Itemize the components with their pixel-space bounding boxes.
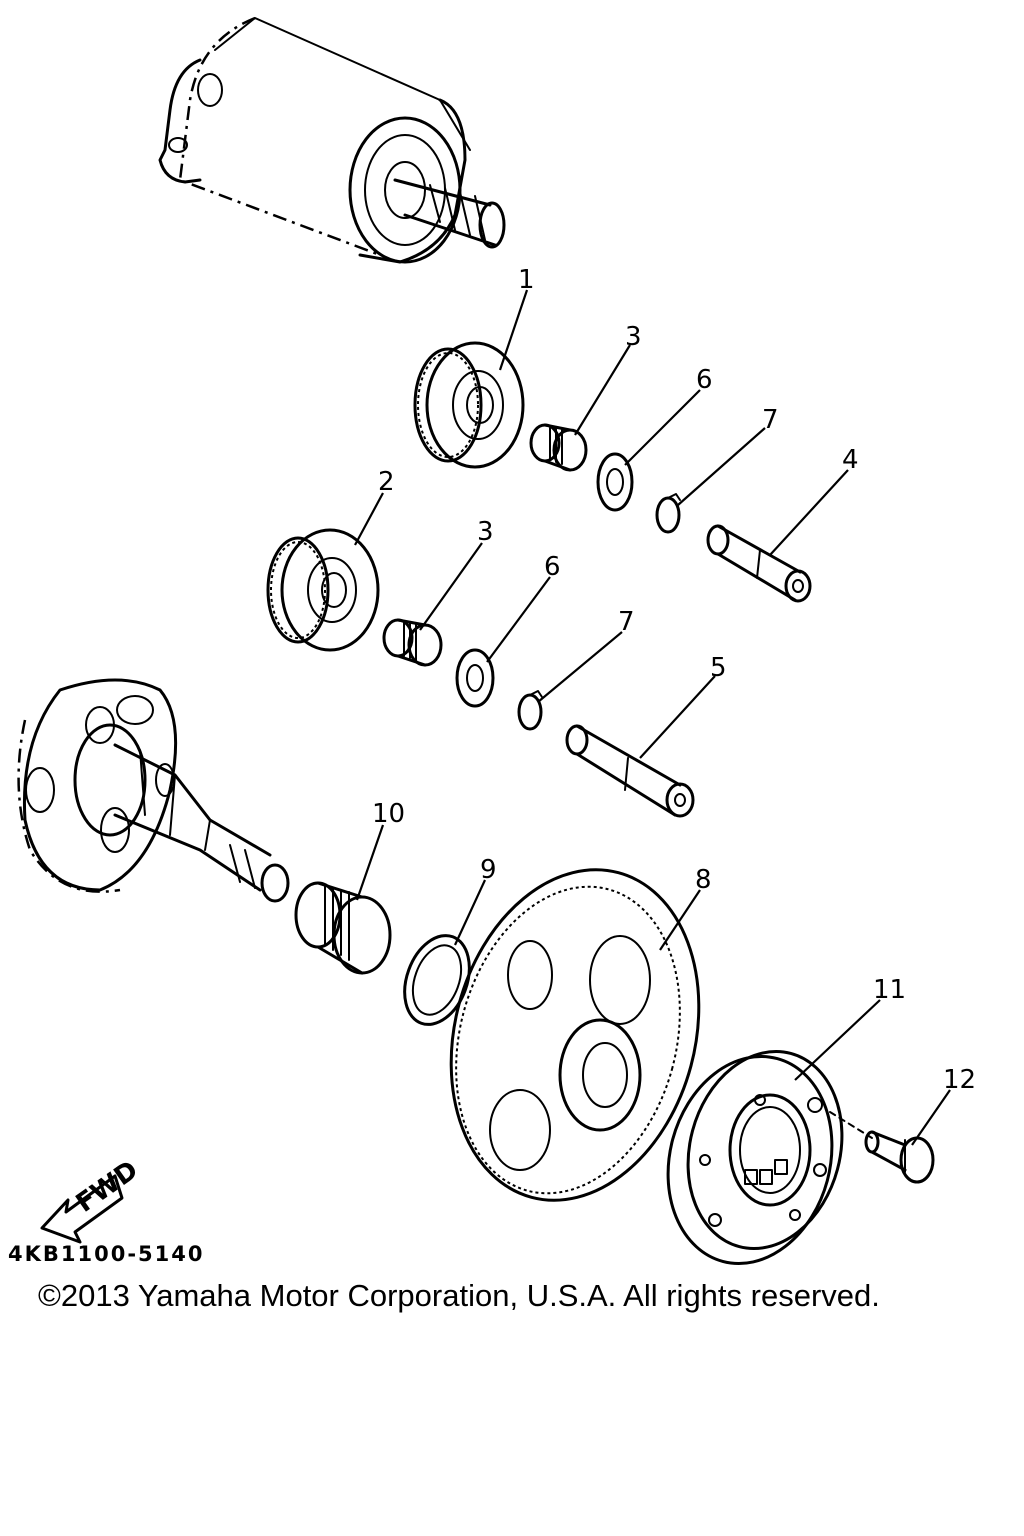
- callout-label: 11: [873, 975, 906, 1005]
- needle-bearing-lower-illustration: [382, 618, 443, 667]
- callout-label: 12: [943, 1065, 976, 1095]
- idle-gear-1-illustration: [413, 341, 525, 469]
- callout-label: 1: [518, 265, 535, 295]
- callout-label: 2: [378, 467, 395, 497]
- copyright-notice: ©2013 Yamaha Motor Corporation, U.S.A. A…: [38, 1278, 880, 1313]
- callout-labels: 1 3 6 7 4 2 3 6 7 5 10 9 8 11 12: [372, 265, 976, 1095]
- needle-bearing-10-illustration: [294, 881, 392, 975]
- bolt-12-illustration: [829, 1111, 935, 1184]
- starter-motor-illustration: [158, 16, 506, 264]
- starter-wheel-gear-illustration: [449, 868, 701, 1202]
- callout-label: 6: [544, 552, 561, 582]
- needle-bearing-upper-illustration: [529, 423, 588, 472]
- callout-label: 3: [477, 517, 494, 547]
- shaft-4-illustration: [706, 524, 812, 603]
- one-way-clutch-illustration: [666, 1049, 844, 1266]
- circlip-lower-illustration: [517, 690, 543, 731]
- callout-label: 7: [618, 607, 635, 637]
- idle-gear-2-illustration: [266, 528, 380, 652]
- callout-label: 7: [762, 405, 779, 435]
- callout-label: 3: [625, 322, 642, 352]
- callout-label: 9: [480, 855, 497, 885]
- washer-lower-illustration: [455, 648, 495, 708]
- callout-label: 8: [695, 865, 712, 895]
- callout-leaders: [354, 289, 951, 1146]
- fwd-arrow-icon: FWD: [40, 1155, 144, 1244]
- shaft-5-illustration: [565, 724, 695, 818]
- callout-label: 6: [696, 365, 713, 395]
- washer-9-illustration: [403, 934, 471, 1026]
- part-code: 4KB1100-5140: [8, 1242, 205, 1266]
- callout-label: 5: [710, 653, 727, 683]
- callout-label: 4: [842, 445, 859, 475]
- circlip-upper-illustration: [655, 493, 681, 534]
- washer-upper-illustration: [596, 452, 634, 512]
- callout-label: 10: [372, 799, 405, 829]
- crankshaft-illustration: [17, 678, 290, 903]
